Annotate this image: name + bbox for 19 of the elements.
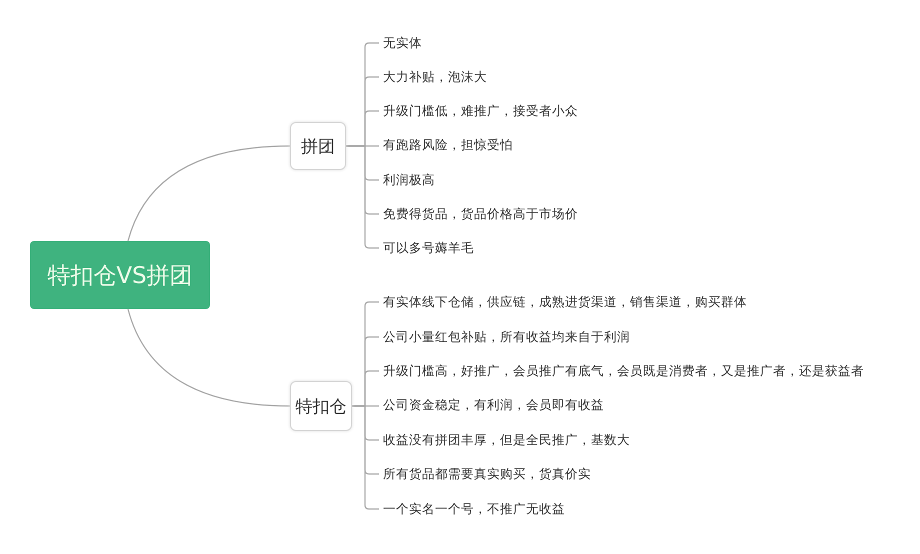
leaf-text: 有实体线下仓储，供应链，成熟进货渠道，销售渠道，购买群体	[383, 293, 747, 311]
branch-box: 拼团	[290, 122, 346, 170]
leaf-text: 利润极高	[383, 171, 435, 189]
curved-connector	[127, 308, 290, 407]
leaf-text: 升级门槛低，难推广，接受者小众	[383, 102, 578, 120]
leaf-text: 免费得货品，货品价格高于市场价	[383, 205, 578, 223]
leaf-text: 公司小量红包补贴，所有收益均来自于利润	[383, 328, 630, 346]
leaf-text: 大力补贴，泡沫大	[383, 68, 487, 86]
curved-connector	[127, 145, 290, 242]
leaf-text: 无实体	[383, 34, 422, 52]
leaf-text: 升级门槛高，好推广，会员推广有底气，会员既是消费者，又是推广者，还是获益者	[383, 362, 864, 380]
leaf-text: 所有货品都需要真实购买，货真价实	[383, 465, 591, 483]
leaf-text: 有跑路风险，担惊受怕	[383, 136, 513, 154]
root-box: 特扣仓VS拼团	[30, 241, 210, 309]
leaf-text: 收益没有拼团丰厚，但是全民推广，基数大	[383, 431, 630, 449]
branch-box: 特扣仓	[290, 381, 352, 431]
leaf-text: 可以多号薅羊毛	[383, 239, 474, 257]
leaf-text: 一个实名一个号，不推广无收益	[383, 500, 565, 518]
leaf-text: 公司资金稳定，有利润，会员即有收益	[383, 396, 604, 414]
